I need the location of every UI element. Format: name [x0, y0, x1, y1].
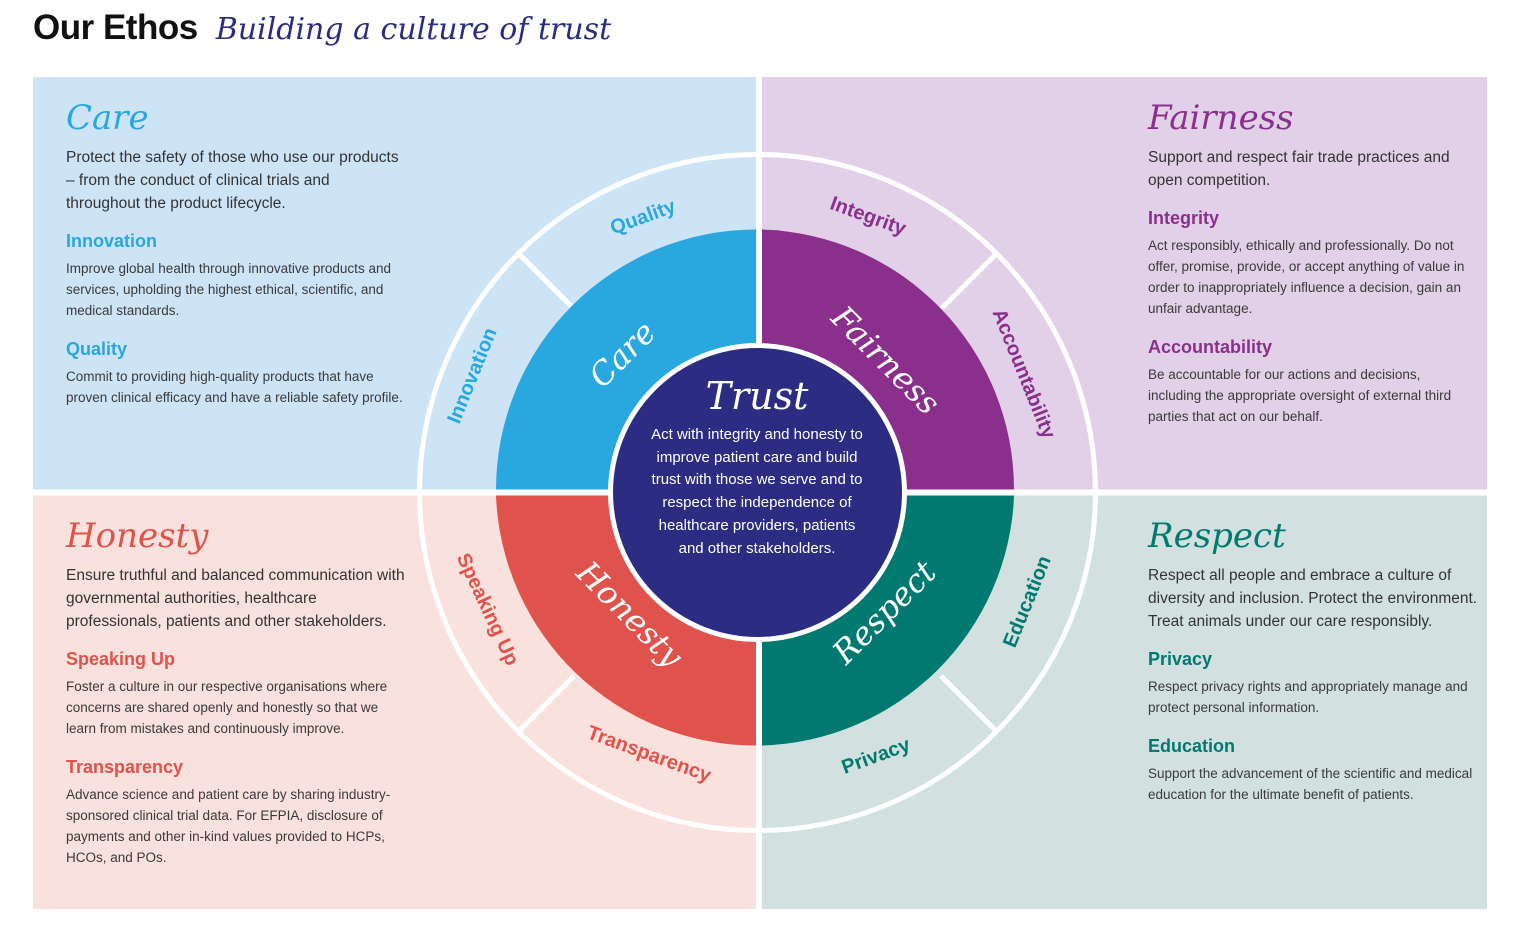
respect-heading: Respect [1148, 516, 1286, 556]
page-title: Our Ethos [33, 8, 198, 47]
trust-center: Trust Act with integrity and honesty to … [612, 372, 902, 560]
quality-text: Commit to providing high-quality product… [66, 369, 403, 405]
ring-label-innovation: Innovation [443, 325, 501, 427]
trust-circle [608, 343, 907, 642]
accountability-text: Be accountable for our actions and decis… [1148, 367, 1452, 424]
ring-label-privacy: Privacy [839, 734, 914, 779]
education-heading: Education [1148, 736, 1236, 756]
respect-intro: Respect all people and embrace a culture… [1148, 567, 1478, 630]
quality-heading: Quality [66, 339, 128, 359]
speaking-up-text: Foster a culture in our respective organ… [66, 679, 388, 736]
honesty-panel: Honesty Ensure truthful and balanced com… [66, 516, 411, 884]
divider-care [516, 251, 576, 311]
ring-label-integrity: Integrity [827, 193, 909, 241]
integrity-text: Act responsibly, ethically and professio… [1148, 238, 1465, 316]
innovation-heading: Innovation [66, 231, 157, 251]
trust-description: Act with integrity and honesty to improv… [651, 426, 863, 557]
privacy-heading: Privacy [1148, 649, 1213, 669]
ring-label-education: Education [999, 553, 1056, 651]
divider-fairness [939, 251, 999, 311]
innovation-text: Improve global health through innovative… [66, 261, 391, 318]
divider-honesty [516, 674, 576, 734]
page-subtitle: Building a culture of trust [215, 12, 612, 47]
respect-panel: Respect Respect all people and embrace a… [1148, 516, 1488, 821]
honesty-intro: Ensure truthful and balanced communicati… [66, 567, 405, 630]
privacy-text: Respect privacy rights and appropriately… [1148, 679, 1468, 715]
accountability-heading: Accountability [1148, 337, 1273, 357]
speaking-up-heading: Speaking Up [66, 649, 176, 669]
education-text: Support the advancement of the scientifi… [1148, 766, 1473, 802]
fairness-heading: Fairness [1148, 98, 1294, 138]
honesty-heading: Honesty [66, 516, 209, 556]
care-intro: Protect the safety of those who use our … [66, 149, 399, 212]
care-panel: Care Protect the safety of those who use… [66, 98, 406, 424]
transparency-heading: Transparency [66, 757, 184, 777]
integrity-heading: Integrity [1148, 208, 1220, 228]
divider-respect [939, 674, 999, 734]
trust-title: Trust [705, 374, 809, 418]
fairness-intro: Support and respect fair trade practices… [1148, 149, 1450, 189]
care-heading: Care [66, 98, 149, 138]
page-header: Our Ethos Building a culture of trust [33, 8, 611, 56]
fairness-panel: Fairness Support and respect fair trade … [1148, 98, 1468, 443]
ring-label-quality: Quality [607, 195, 679, 239]
transparency-text: Advance science and patient care by shar… [66, 787, 391, 865]
